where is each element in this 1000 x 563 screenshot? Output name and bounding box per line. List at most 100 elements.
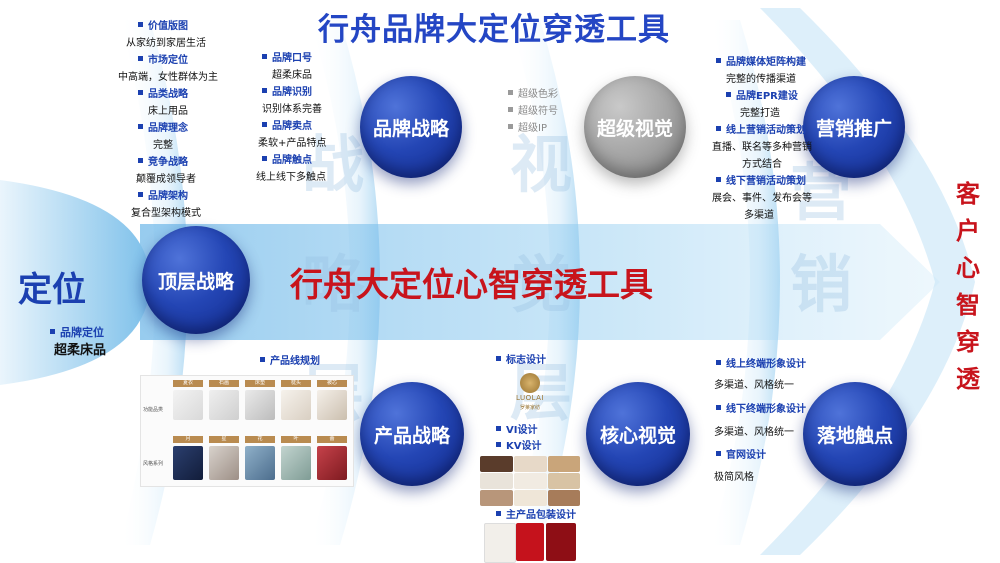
center-title: 行舟大定位心智穿透工具 [290,265,653,304]
kv-photo [514,473,547,489]
circle-super-visual: 超级视觉 [584,76,686,178]
tag: 月 [173,436,203,443]
kv-photo [548,490,580,506]
list-item-text: 完整的传播渠道 [726,74,796,85]
list-item-text: 多渠道、风格统一 [714,380,794,391]
product-photo [173,446,203,480]
list-item-head: 线上营销活动策划 [716,124,806,137]
tag: 夏衣 [173,380,203,387]
tag: 叶 [281,436,311,443]
list-item-text: 多渠道、风格统一 [714,427,794,438]
kv-photo [480,473,513,489]
kv-photo [514,490,547,506]
list-item-text: 识别体系完善 [262,104,322,115]
tag: 床垫 [245,380,275,387]
list-item-text: 展会、事件、发布会等 [712,193,812,204]
watermark-char: 销 [790,248,853,321]
tag: 被芯 [317,380,347,387]
list-item-text: 直播、联名等多种营销 [712,142,812,153]
list-item-text: 超柔床品 [272,70,312,81]
list-item-gray: 超级符号 [508,105,558,118]
row2-label: 风格系列 [143,461,164,467]
list-item-head: 线上终端形象设计 [716,358,806,371]
list-item-head: 品牌媒体矩阵构建 [716,56,806,69]
list-item-head: 品牌理念 [138,122,188,135]
circle-marketing: 营销推广 [803,76,905,178]
list-item-head: 线下营销活动策划 [716,175,806,188]
list-item-text: 完整 [153,140,173,151]
kv-photo [480,490,513,506]
left-sub-text: 超柔床品 [54,343,107,358]
watermark-char: 战 [302,128,365,201]
row1-label: 功能品类 [143,407,164,413]
product-photo [317,390,347,420]
product-photo [281,390,311,420]
left-main-label: 定位 [18,270,86,310]
list-item-text: 颠覆成领导者 [136,174,196,185]
list-item-head: 价值版图 [138,20,188,33]
circle-touchpoint: 落地触点 [803,382,907,486]
list-item-text: 复合型架构模式 [131,208,201,219]
tag: 星 [209,436,239,443]
product-photo [173,390,203,420]
list-item-head: 官网设计 [716,449,766,462]
product-line-head: 产品线规划 [260,355,320,368]
product-photo [209,446,239,480]
kv-collage [480,456,580,506]
product-photo [245,446,275,480]
product-photo [209,390,239,420]
list-item-text: 线上线下多触点 [256,172,326,183]
package-head: 主产品包装设计 [496,509,576,522]
left-sub-head: 品牌定位 [50,326,104,339]
list-item-head: 品类战略 [138,88,188,101]
product-photo [281,446,311,480]
kv-head: KV设计 [496,440,542,453]
list-item-text: 方式结合 [742,159,782,170]
watermark-char: 觉 [510,248,573,321]
watermark-char: 层 [510,356,573,429]
logo-brand-text: LUOLAI [515,394,545,402]
circle-core-visual: 核心视觉 [586,382,690,486]
circle-top-strategy: 顶层战略 [142,226,250,334]
logo-cn-text: 罗莱家纺 [519,405,540,411]
list-item-head: 品牌触点 [262,154,312,167]
list-item-head: 品牌架构 [138,190,188,203]
kv-photo [548,456,580,472]
watermark-char: 略 [302,248,365,321]
tag: 花 [245,436,275,443]
list-item-head: 品牌识别 [262,86,312,99]
package-photo [484,523,516,563]
list-item-head: 品牌卖点 [262,120,312,133]
tag: 枕头 [281,380,311,387]
package-photo [516,523,544,561]
product-photo [317,446,347,480]
right-vertical-text: 客户心智穿透 [956,180,980,393]
list-item-head: 市场定位 [138,54,188,67]
logo-design-head: 标志设计 [496,354,546,367]
product-photo [245,390,275,420]
circle-brand-strategy: 品牌战略 [360,76,462,178]
list-item-text: 从家纺到家居生活 [126,38,206,49]
luolai-logo: LUOLAI 罗莱家纺 [510,373,550,413]
vi-head: VI设计 [496,424,537,437]
list-item-text: 床上用品 [148,106,188,117]
kv-photo [480,456,513,472]
list-item-text: 完整打造 [740,108,780,119]
list-item-text: 极简风格 [714,472,754,483]
list-item-head: 线下终端形象设计 [716,403,806,416]
watermark-char: 视 [510,128,573,201]
page-title: 行舟品牌大定位穿透工具 [318,12,670,48]
list-item-text: 多渠道 [744,210,774,221]
list-item-gray: 超级IP [508,122,547,135]
package-photo [546,523,576,561]
kv-photo [548,473,580,489]
kv-photo [514,456,547,472]
logo-emblem-icon [520,373,540,393]
tag: 石画 [209,380,239,387]
list-item-head: 品牌EPR建设 [726,90,798,103]
list-item-head: 品牌口号 [262,52,312,65]
tag: 蕾 [317,436,347,443]
product-line-board: 功能品类 风格系列 夏衣 石画 床垫 枕头 被芯 月 星 花 叶 蕾 [140,375,354,487]
list-item-gray: 超级色彩 [508,88,558,101]
list-item-head: 竞争战略 [138,156,188,169]
